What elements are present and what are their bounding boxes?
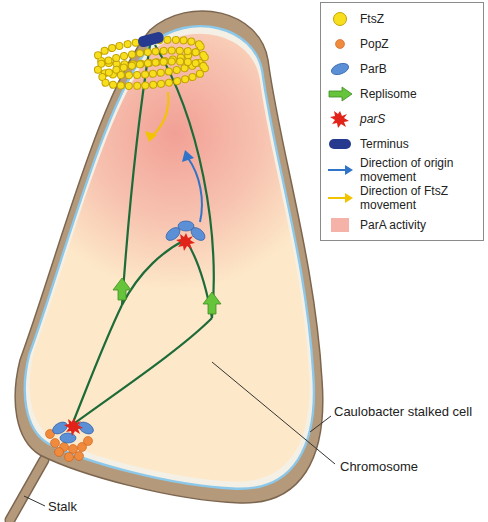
legend-row: Terminus: [325, 131, 479, 156]
legend-symbol: [325, 59, 355, 79]
legend-symbol: [325, 188, 355, 208]
membrane: [25, 26, 314, 489]
origin-movement-arrow: [188, 158, 202, 222]
legend-row: PopZ: [325, 31, 479, 56]
legend-text: parS: [360, 112, 385, 126]
legend-marker: [325, 160, 355, 180]
legend-text: Replisome: [360, 87, 417, 101]
legend-symbol-terminus: [329, 139, 351, 149]
legend-text: Terminus: [360, 137, 409, 151]
replisome-arrow: [203, 292, 221, 314]
legend-text: PopZ: [360, 37, 389, 51]
legend-marker: [325, 109, 355, 129]
legend-marker: [325, 59, 355, 79]
legend-text: ParA activity: [360, 218, 426, 232]
legend-marker: [325, 134, 355, 154]
legend-symbol-ftszmove: [328, 193, 353, 203]
legend-row: Direction of FtsZ movement: [325, 184, 479, 212]
ftsz-movement-arrow: [150, 92, 168, 138]
origin-movement-head: [182, 150, 194, 162]
leader-line: [24, 496, 45, 506]
stalk-label: Stalk: [48, 499, 77, 514]
legend-symbol: [325, 9, 355, 29]
legend-row: ParB: [325, 56, 479, 81]
legend-text: Direction of FtsZ movement: [360, 184, 479, 212]
legend-box: FtsZ PopZ ParB Replisome parS TerminusDirecti…: [320, 2, 484, 241]
legend-symbol: [325, 84, 355, 104]
legend-marker: [325, 188, 355, 208]
legend-row: parS: [325, 106, 479, 131]
legend-marker: [325, 84, 355, 104]
legend-symbol-ftsz: [334, 12, 347, 25]
stalk: [10, 460, 44, 520]
legend-row: Direction of origin movement: [325, 156, 479, 184]
ftsz-movement-head: [145, 131, 157, 142]
legend-text: ParB: [360, 62, 387, 76]
legend-symbol: [325, 134, 355, 154]
chromosome-label: Chromosome: [340, 459, 418, 474]
legend-symbol-origin: [328, 165, 353, 175]
popz-cluster: [46, 430, 93, 462]
legend-symbol-replisome: [329, 87, 352, 101]
legend-symbol: [325, 160, 355, 180]
cytoplasm: [30, 34, 310, 482]
legend-symbol-parb: [330, 61, 350, 77]
new-origin: [164, 221, 208, 251]
chromosome: [72, 45, 214, 425]
legend-symbol: [325, 109, 355, 129]
legend-marker: [325, 215, 355, 235]
stalk-outline: [10, 460, 44, 520]
legend-text: Direction of origin movement: [360, 156, 479, 184]
cell-wall: [15, 11, 323, 503]
legend-row: ParA activity: [325, 212, 479, 237]
leader-line: [212, 362, 335, 464]
legend-marker: [325, 34, 355, 54]
legend-marker: [325, 9, 355, 29]
legend-swatch: [331, 218, 349, 232]
leader-line: [310, 416, 331, 432]
legend-symbol-popz: [336, 39, 345, 48]
replisome-arrow: [113, 278, 131, 300]
old-origin: [51, 418, 96, 443]
legend-row: Replisome: [325, 81, 479, 106]
legend-symbol: [325, 34, 355, 54]
terminus: [137, 31, 165, 48]
legend-text: FtsZ: [360, 12, 384, 26]
cell-label: Caulobacter stalked cell: [334, 404, 472, 419]
legend-symbol-pars: [330, 111, 349, 128]
legend-row: FtsZ: [325, 6, 479, 31]
